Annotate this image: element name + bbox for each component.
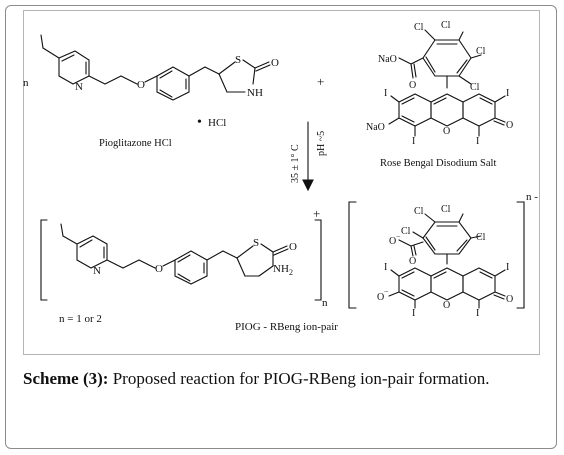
rb-i-bottom-right: I — [476, 136, 479, 147]
rb-o-carboxyl: O — [409, 80, 416, 91]
anion-o-phenolate-charge: − — [384, 287, 389, 296]
atom-n-pyridine: N — [75, 81, 83, 93]
atom-o-carbonyl: O — [271, 57, 279, 69]
anion-o-phenolate: O — [377, 292, 384, 303]
rb-cl-bottom: Cl — [470, 82, 480, 93]
cation-atom-nh2: NH — [273, 263, 289, 275]
pioglitazone-structure — [40, 34, 271, 101]
anion-i-left: I — [384, 262, 387, 273]
cation-atom-s: S — [253, 237, 259, 249]
rb-i-left: I — [384, 88, 387, 99]
cation-nh2-subscript: 2 — [289, 268, 293, 277]
rb-nao-carboxyl: NaO — [378, 54, 397, 65]
rose-bengal-name: Rose Bengal Disodium Salt — [380, 158, 496, 169]
anion-charge: n - — [526, 191, 538, 203]
caption-label: Scheme (3): — [23, 369, 109, 388]
atom-o-ether: O — [137, 79, 145, 91]
rb-o-ring: O — [443, 126, 450, 137]
cation-charge: + — [313, 206, 320, 221]
caption-text: Proposed reaction for PIOG-RBeng ion-pai… — [108, 369, 490, 388]
rb-cl-right: Cl — [476, 46, 486, 57]
anion-cl-upper-left: Cl — [414, 206, 424, 217]
atom-s: S — [235, 54, 241, 66]
anion-o-carboxylate-charge: − — [396, 232, 401, 241]
reaction-scheme: n N O S O NH • HCl Pioglitazone HCl + 35… — [23, 20, 538, 333]
anion-i-bottom-left: I — [412, 308, 415, 319]
temperature-condition: 35 ± 1° C — [290, 144, 301, 183]
cation-atom-o: O — [155, 263, 163, 275]
rb-cl-top: Cl — [441, 20, 451, 31]
atom-nh: NH — [247, 87, 263, 99]
rb-nao-phenol: NaO — [366, 122, 385, 133]
anion-o-ring: O — [443, 300, 450, 311]
anion-i-bottom-right: I — [476, 308, 479, 319]
rb-o-keto: O — [506, 120, 513, 131]
rb-cl-left: Cl — [414, 22, 424, 33]
rb-i-bottom-left: I — [412, 136, 415, 147]
anion-o-carbonyl: O — [409, 256, 416, 267]
plus-sign: + — [317, 74, 324, 89]
ion-pair-name: PIOG - RBeng ion-pair — [235, 321, 338, 333]
cation-subscript-n: n — [322, 297, 328, 309]
cation-structure — [40, 219, 322, 301]
pioglitazone-name: Pioglitazone HCl — [99, 138, 172, 149]
cation-atom-o-carbonyl: O — [289, 241, 297, 253]
hcl-dot: • — [197, 115, 202, 130]
anion-o-carboxylate: O — [389, 236, 396, 247]
anion-o-keto: O — [506, 294, 513, 305]
anion-i-right: I — [506, 262, 509, 273]
anion-cl-top: Cl — [441, 204, 451, 215]
figure-caption: Scheme (3): Proposed reaction for PIOG-R… — [23, 368, 539, 390]
rb-i-right: I — [506, 88, 509, 99]
anion-cl-left: Cl — [401, 226, 411, 237]
rose-bengal-structure — [388, 29, 506, 137]
anion-cl-right: Cl — [476, 232, 486, 243]
scheme-border — [23, 10, 540, 355]
figure-frame — [5, 5, 557, 449]
hcl-label: HCl — [208, 117, 226, 129]
anion-structure — [348, 201, 525, 309]
cation-atom-n: N — [93, 265, 101, 277]
n-values-note: n = 1 or 2 — [59, 313, 102, 325]
n-prefix: n — [23, 77, 29, 89]
reaction-arrow — [302, 121, 314, 192]
ph-condition: pH ~5 — [316, 131, 327, 156]
